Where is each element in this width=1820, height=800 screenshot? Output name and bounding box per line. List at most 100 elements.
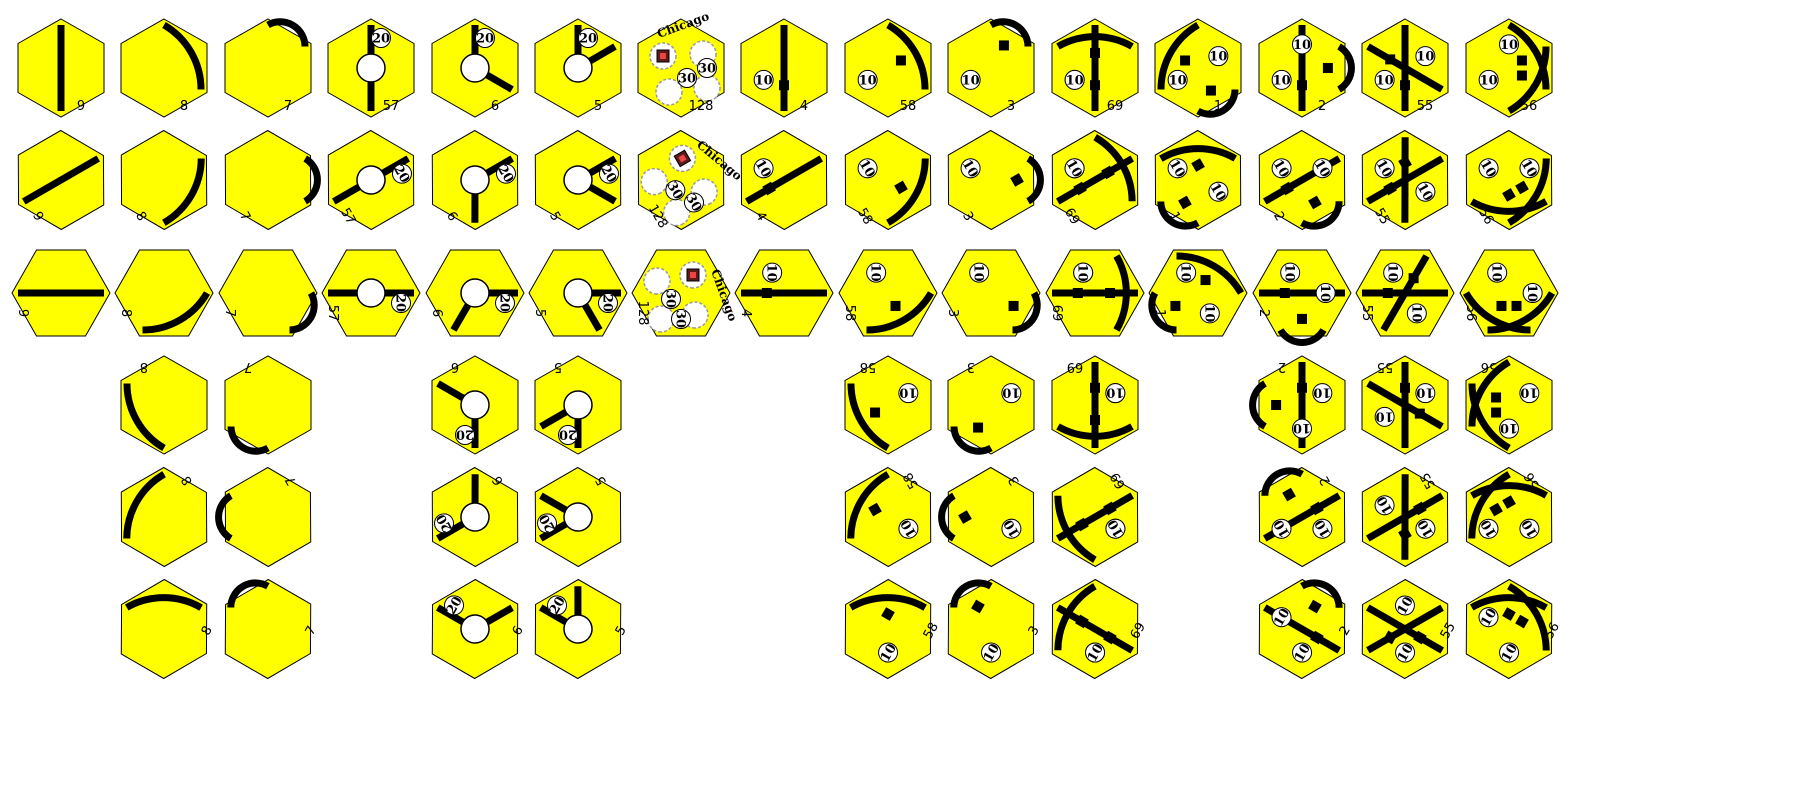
svg-text:10: 10 — [1500, 420, 1518, 435]
tile-9[interactable]: 9 — [11, 243, 111, 343]
tile-7[interactable]: 7 — [224, 355, 312, 455]
tile-8[interactable]: 8 — [120, 18, 208, 118]
tile-number-label: 6 — [451, 359, 459, 374]
town-marker — [1271, 400, 1282, 410]
hex-tile-face — [947, 129, 1035, 231]
tile-9[interactable]: 9 — [17, 129, 105, 231]
town-marker — [1075, 517, 1089, 532]
tile-7[interactable]: 7 — [224, 18, 312, 118]
revenue-value: 10 — [1085, 641, 1107, 664]
tile-7[interactable]: 7 — [218, 243, 318, 343]
city-circle — [647, 305, 675, 333]
tile-8[interactable]: 8 — [120, 466, 208, 568]
tile-8[interactable]: 8 — [120, 578, 216, 680]
track-segment — [1026, 155, 1044, 205]
town-marker — [1205, 85, 1216, 96]
tile-7[interactable]: 7 — [224, 129, 321, 231]
tile-number-label: 7 — [222, 309, 237, 317]
svg-text:30: 30 — [698, 62, 716, 77]
svg-text:20: 20 — [600, 294, 615, 312]
tile-69[interactable]: 101069 — [1051, 355, 1139, 455]
revenue-value: 10 — [1487, 262, 1508, 283]
track-segment — [162, 158, 205, 226]
town-marker — [1105, 288, 1116, 298]
tile-9[interactable]: 9 — [17, 18, 105, 118]
tile-69[interactable]: 101069 — [1051, 18, 1139, 118]
tile-69[interactable]: 101069 — [1051, 578, 1149, 680]
tile-8[interactable]: 8 — [120, 129, 208, 231]
track-segment — [1470, 594, 1548, 611]
tile-8[interactable]: 8 — [120, 355, 208, 455]
hex-tile-face — [120, 18, 208, 118]
tile-69[interactable]: 101069 — [1051, 129, 1139, 231]
tile-number-label: 55 — [1417, 99, 1434, 114]
svg-text:10: 10 — [868, 264, 883, 282]
tile-7[interactable]: 7 — [215, 466, 312, 568]
tile-number-label: 5 — [554, 359, 562, 374]
tile-7[interactable]: 7 — [224, 578, 320, 680]
tile-69[interactable]: 101069 — [1045, 243, 1145, 343]
tile-8[interactable]: 8 — [114, 243, 214, 343]
revenue-value: 10 — [1292, 641, 1314, 664]
revenue-value: 10 — [1064, 69, 1085, 90]
tile-69[interactable]: 101069 — [1051, 466, 1139, 568]
track-segment — [123, 471, 166, 539]
tile-number-label: 8 — [180, 99, 188, 114]
